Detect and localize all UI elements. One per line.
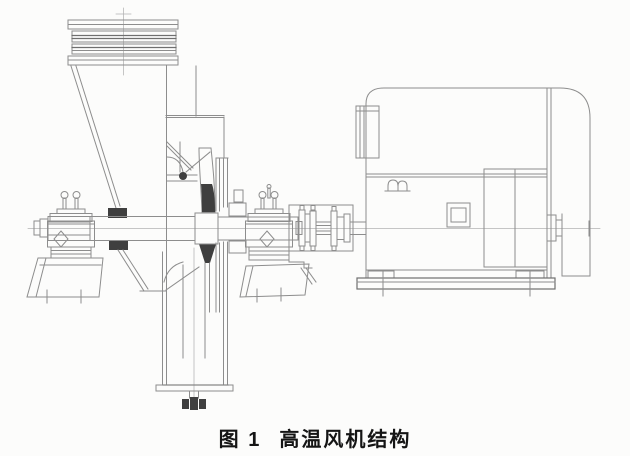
shaft-coupling	[298, 205, 367, 251]
hub-cap	[179, 172, 187, 180]
fan-housing	[165, 115, 247, 386]
motor-rear-shaft	[546, 214, 590, 242]
lifting-eye-icon	[384, 179, 411, 192]
motor-base	[356, 270, 556, 297]
figure-caption: 图 1 高温风机结构	[0, 423, 630, 452]
motor-terminal-box	[355, 105, 380, 159]
coupling-guard	[288, 204, 354, 285]
figure-caption-prefix: 图 1	[218, 429, 262, 451]
centerlines	[27, 7, 601, 401]
figure-caption-title: 高温风机结构	[279, 429, 412, 451]
drain-fitting	[182, 390, 206, 410]
inlet-expansion-joint	[67, 19, 179, 66]
motor-nameplate	[446, 202, 471, 228]
grease-fitting-icon	[53, 230, 69, 248]
left-bearing-pedestal	[26, 191, 104, 304]
inlet-hopper	[70, 65, 197, 386]
right-bearing-pedestal	[239, 184, 310, 303]
grease-fitting-icon	[259, 230, 275, 248]
outlet-box	[155, 251, 234, 392]
impeller	[182, 147, 216, 359]
motor-cooling-hood	[365, 87, 591, 278]
motor	[355, 87, 591, 297]
fan-structure-drawing	[26, 7, 601, 410]
